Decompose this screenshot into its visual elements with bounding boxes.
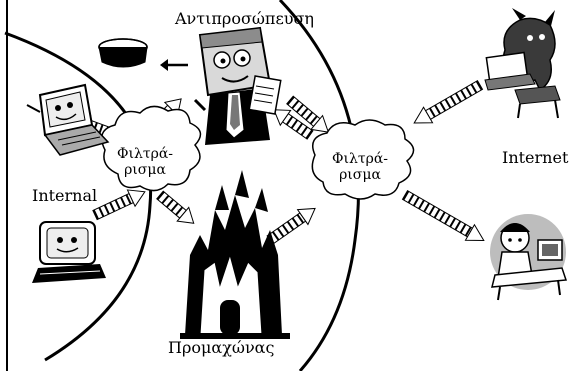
proxy-label: Αντιπροσώπευση	[175, 9, 314, 28]
remote-user-icon	[490, 214, 568, 301]
internal-label: Internal	[32, 186, 98, 205]
bastion-zone-arc	[278, 0, 360, 372]
arrow-castle-to-filter	[266, 207, 316, 245]
arrow-filter-to-castle	[156, 190, 195, 224]
filter-right-label: Φιλτρά- ρισμα	[332, 151, 388, 183]
computer-icon	[26, 83, 110, 156]
arrow-proxy-to-filter	[286, 95, 330, 133]
disk-pointer-arrow	[160, 59, 188, 71]
arrow-right-filter-to-proxy	[273, 109, 314, 140]
arrow-filter-to-user	[401, 189, 485, 242]
arrow-internet-to-filter	[413, 79, 484, 124]
internet-label: Internet	[502, 148, 569, 167]
filter-cloud-icon	[100, 105, 202, 192]
filter-cloud-right	[311, 119, 415, 200]
arrow-internal-to-filter	[92, 189, 146, 221]
computer-icon	[32, 221, 106, 283]
disk-icon	[98, 38, 148, 68]
laptop-icon	[26, 83, 110, 156]
filter-cloud-icon	[311, 119, 415, 200]
internal-zone-arc	[4, 31, 153, 362]
bastion-label: Προμαχώνας	[168, 338, 275, 357]
proxy-agent-icon	[193, 26, 282, 145]
castle-icon	[180, 170, 290, 339]
monster-hacker-icon	[484, 8, 561, 119]
filter-left-label: Φιλτρά- ρισμα	[117, 146, 173, 178]
desktop-computer-icon	[32, 221, 106, 283]
filter-cloud-left	[100, 105, 202, 192]
